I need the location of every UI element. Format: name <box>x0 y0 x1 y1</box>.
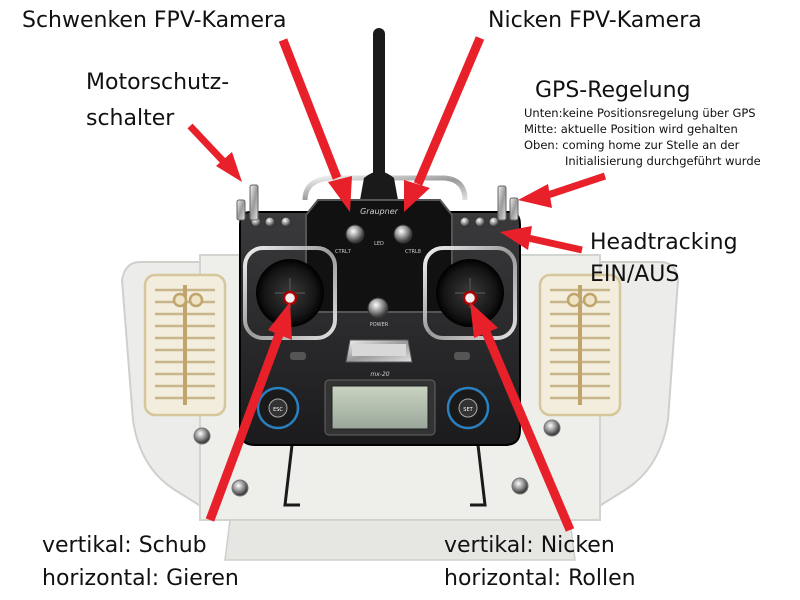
ctrl7-text: CTRL7 <box>335 249 351 255</box>
label-schwenken-kamera: Schwenken FPV-Kamera <box>22 8 287 33</box>
arrow-motorschutz <box>187 123 242 182</box>
power-text: POWER <box>370 322 389 328</box>
ctrl8-text: CTRL8 <box>405 249 421 255</box>
label-gps-mitte: Mitte: aktuelle Position wird gehalten <box>524 122 738 136</box>
antenna <box>360 28 398 200</box>
arrow-left-stick <box>205 302 292 522</box>
toggle-switches <box>236 184 519 221</box>
arrows <box>187 36 607 532</box>
esc-text: ESC <box>273 407 283 413</box>
arrow-schwenken <box>278 38 352 212</box>
label-left-stick-vertical: vertikal: Schub <box>42 533 207 558</box>
label-right-stick-horizontal: horizontal: Rollen <box>444 566 636 591</box>
label-nicken-kamera: Nicken FPV-Kamera <box>488 8 702 33</box>
arrow-nicken-kamera <box>404 36 485 212</box>
label-right-stick-vertical: vertikal: Nicken <box>444 533 615 558</box>
set-text: SET <box>463 407 473 413</box>
device-lettering: Graupner LED CTRL7 CTRL8 POWER mx-20 ESC… <box>273 207 474 413</box>
label-motorschutz-line1: Motorschutz- <box>86 70 230 95</box>
arrow-headtracking <box>500 226 583 254</box>
label-gps-unten: Unten:keine Positionsregelung über GPS <box>524 106 756 120</box>
label-gps-initialisierung: Initialisierung durchgeführt wurde <box>565 154 761 168</box>
heating-pad-left <box>143 273 227 417</box>
transmitter-body <box>239 199 521 446</box>
label-headtracking-line2: EIN/AUS <box>590 262 680 287</box>
arrow-right-stick <box>470 302 575 532</box>
neck-strap-hooks <box>283 444 487 507</box>
label-gps-title: GPS-Regelung <box>535 78 691 103</box>
heating-pad-right <box>538 273 622 417</box>
tray-bolts <box>193 419 561 497</box>
brand-text: Graupner <box>360 207 399 216</box>
model-text: mx-20 <box>370 371 389 378</box>
label-headtracking-line1: Headtracking <box>590 230 738 255</box>
arrow-gps <box>518 172 607 208</box>
label-gps-oben: Oben: coming home zur Stelle an der <box>524 138 740 152</box>
led-text: LED <box>374 241 384 247</box>
label-left-stick-horizontal: horizontal: Gieren <box>42 566 239 591</box>
label-motorschutz-line2: schalter <box>86 106 175 131</box>
